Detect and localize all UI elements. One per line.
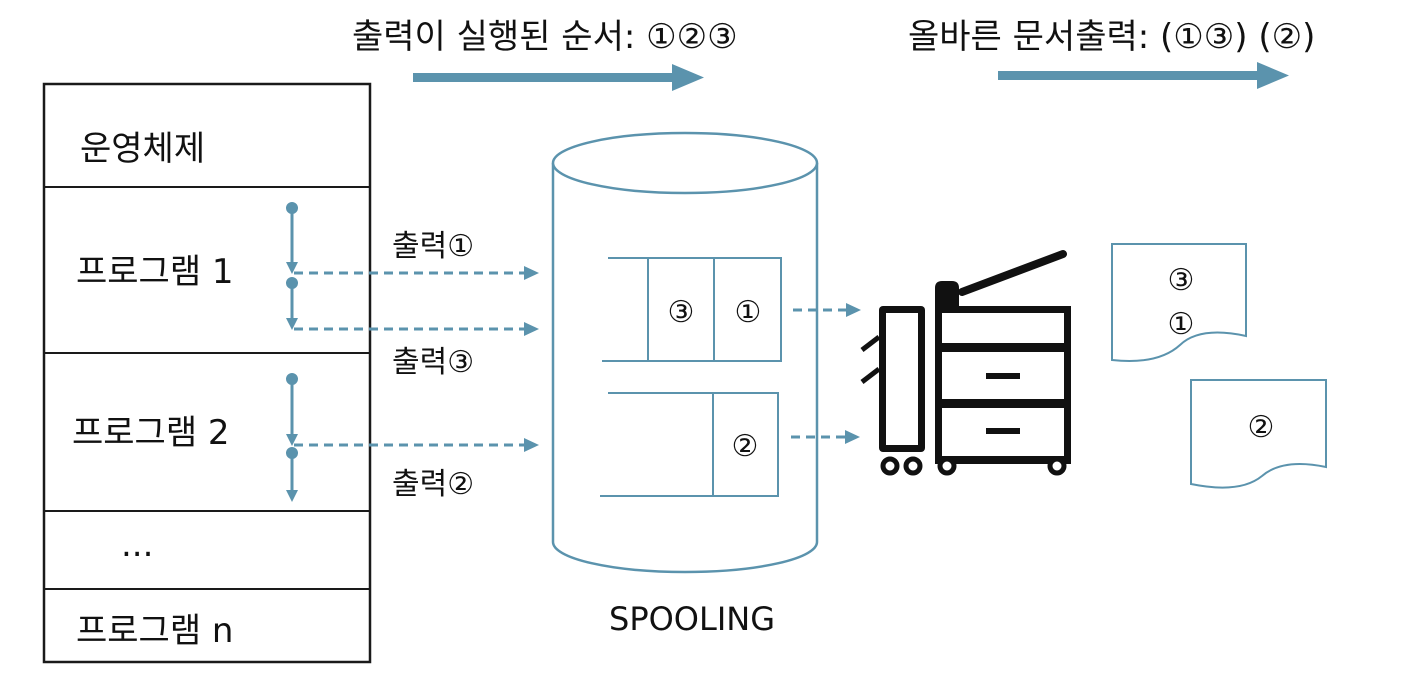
correct-output-title: 올바른 문서출력: (①③) (②) xyxy=(908,17,1315,57)
paper-1-line-1: ③ xyxy=(1168,263,1195,298)
os-label: 운영체제 xyxy=(80,129,205,169)
output-1-arrow xyxy=(294,266,539,280)
spool-buffer-2 xyxy=(600,392,779,497)
output-paper-1 xyxy=(1111,243,1247,362)
spool-to-printer-arrow-2 xyxy=(791,430,860,444)
spool-to-printer-arrow-1 xyxy=(793,303,861,317)
output-3-label: 출력③ xyxy=(392,345,474,380)
executed-order-arrow xyxy=(413,64,704,91)
buffer-2-cell-2: ② xyxy=(732,429,759,464)
program-1-timeline xyxy=(286,202,298,330)
correct-output-arrow xyxy=(998,62,1289,89)
output-3-arrow xyxy=(294,322,539,336)
executed-order-title: 출력이 실행된 순서: ①②③ xyxy=(352,17,738,57)
output-2-arrow xyxy=(294,438,539,452)
spool-buffer-1 xyxy=(602,257,782,362)
program-1-label: 프로그램 1 xyxy=(76,252,234,292)
printer-icon xyxy=(860,250,1071,476)
program-2-timeline xyxy=(286,373,298,502)
output-paper-2 xyxy=(1190,379,1327,489)
spool-cylinder xyxy=(551,131,819,574)
buffer-1-cell-3: ③ xyxy=(668,295,695,330)
program-2-label: 프로그램 2 xyxy=(72,413,230,453)
paper-1-line-2: ① xyxy=(1168,307,1195,342)
spooling-label: SPOOLING xyxy=(609,600,775,638)
paper-2-line-1: ② xyxy=(1248,410,1275,445)
output-2-label: 출력② xyxy=(392,467,474,502)
ellipsis-label: ... xyxy=(121,525,153,565)
program-n-label: 프로그램 n xyxy=(76,611,233,651)
buffer-1-cell-1: ① xyxy=(735,295,762,330)
os-memory-table xyxy=(42,82,372,664)
output-1-label: 출력① xyxy=(392,229,474,264)
